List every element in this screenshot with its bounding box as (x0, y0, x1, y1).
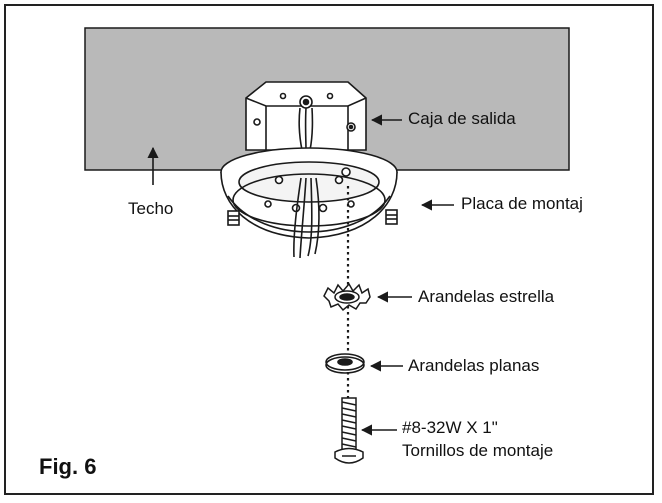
outlet-box (245, 81, 367, 151)
mounting-plate (220, 147, 398, 259)
mounting-screws-label: Tornillos de montaje (402, 441, 554, 460)
flat-washers-label: Arandelas planas (408, 356, 540, 375)
ceiling-label: Techo (128, 199, 174, 218)
mounting-screw (334, 397, 364, 464)
outlet-box-label: Caja de salida (408, 109, 516, 128)
star-washer (323, 282, 371, 312)
mounting-plate-label: Placa de montaj (461, 194, 583, 213)
screw-spec-label: #8-32W X 1" (402, 418, 498, 437)
flat-washer (325, 353, 365, 374)
figure-label: Fig. 6 (39, 454, 97, 479)
star-washers-label: Arandelas estrella (418, 287, 555, 306)
